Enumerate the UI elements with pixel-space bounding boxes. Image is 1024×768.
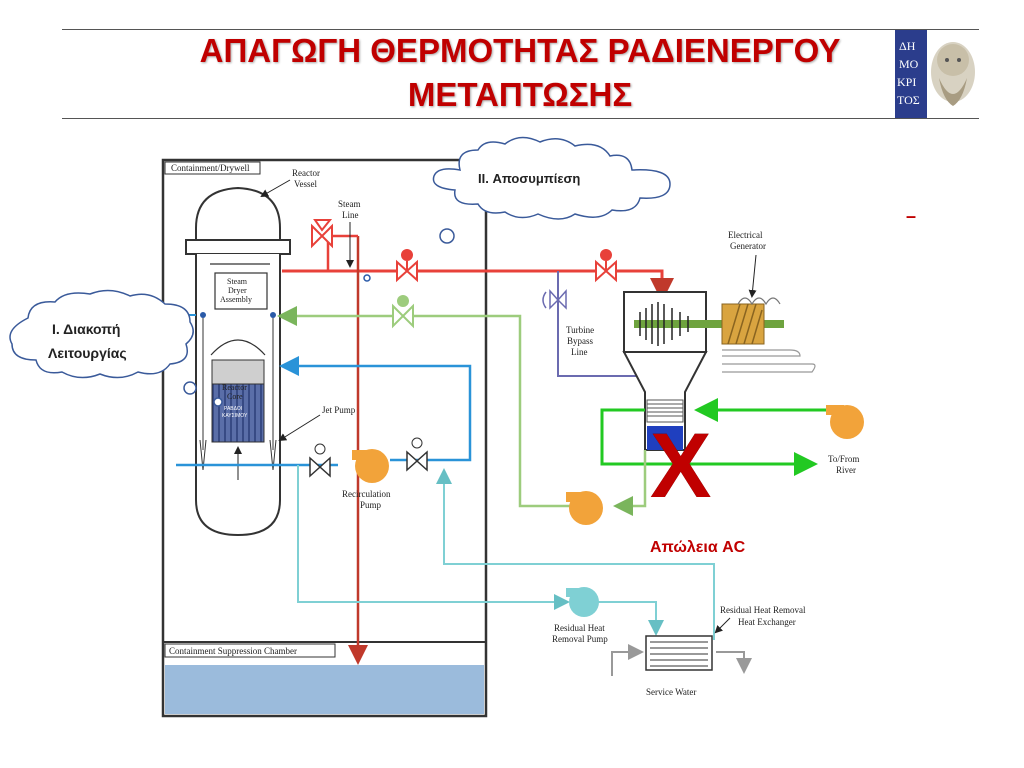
svg-text:Assembly: Assembly: [220, 295, 252, 304]
recirc-valve-1: [309, 443, 331, 478]
logo-letters-1: ΔΗ: [899, 39, 916, 53]
svg-text:Dryer: Dryer: [228, 286, 247, 295]
feedwater-pump: [566, 491, 603, 525]
rhr-return-line: [436, 468, 715, 640]
recirculation-pump: [352, 449, 389, 483]
svg-text:Residual Heat: Residual Heat: [554, 623, 605, 633]
svg-text:Turbine: Turbine: [566, 325, 594, 335]
msiv-valve-1: [396, 249, 418, 283]
svg-text:Residual Heat Removal: Residual Heat Removal: [720, 605, 806, 615]
turbine-stop-valve: [595, 249, 617, 283]
svg-text:Steam: Steam: [227, 277, 248, 286]
svg-text:ΡΑΒΔΟΙ: ΡΑΒΔΟΙ: [224, 406, 242, 412]
svg-text:Pump: Pump: [360, 500, 382, 510]
red-dash: –: [906, 206, 916, 226]
svg-text:ΚΑΥΣΙΜΟΥ: ΚΑΥΣΙΜΟΥ: [222, 413, 248, 419]
steam-dryer: [214, 272, 268, 310]
logo-letters-4: ΤΟΣ: [897, 93, 920, 107]
failure-x-mark: X: [650, 415, 711, 517]
svg-text:Steam: Steam: [338, 199, 361, 209]
svg-text:Line: Line: [571, 347, 588, 357]
electrical-generator: [721, 303, 765, 345]
svg-text:Recirculation: Recirculation: [342, 489, 391, 499]
callout-shutdown: Ι. Διακοπή Λειτουργίας: [9, 289, 223, 407]
rhr-suction-line: [297, 465, 570, 610]
svg-text:Jet Pump: Jet Pump: [322, 405, 356, 415]
svg-text:Vessel: Vessel: [294, 179, 317, 189]
callout-depressurization-text: II. Αποσυμπίεση: [478, 171, 580, 186]
circulating-pump: [826, 405, 864, 439]
callout-shutdown-text-1: Ι. Διακοπή: [52, 321, 120, 337]
slide-title-line-2: ΜΕΤΑΠΤΩΣΗΣ: [407, 76, 633, 113]
svg-text:River: River: [836, 465, 856, 475]
svg-text:Bypass: Bypass: [567, 336, 594, 346]
svg-text:To/From: To/From: [828, 454, 859, 464]
callout-depressurization: II. Αποσυμπίεση: [432, 136, 671, 244]
circulating-water: [600, 408, 818, 476]
svg-text:Line: Line: [342, 210, 359, 220]
svg-text:Heat Exchanger: Heat Exchanger: [738, 617, 796, 627]
ac-loss-label: Απώλεια AC: [650, 539, 746, 556]
rhr-heat-exchanger: [645, 635, 713, 671]
bottom-rule: [62, 118, 979, 119]
feedwater-valve: [392, 295, 414, 329]
reactor-core: [211, 383, 265, 443]
suppression-pool: [165, 665, 484, 714]
turbine-bypass-line: [557, 271, 669, 384]
rhr-pump: [566, 587, 599, 617]
democritus-logo: ΔΗ ΜΟ ΚΡΙ ΤΟΣ: [895, 30, 985, 118]
svg-text:Service Water: Service Water: [646, 687, 696, 697]
suppression-chamber-label: Containment Suppression Chamber: [169, 646, 297, 656]
callout-shutdown-text-2: Λειτουργίας: [48, 345, 127, 361]
slide-title-line-1: ΑΠΑΓΩΓΗ ΘΕΡΜΟΤΗΤΑΣ ΡΑΔΙΕΝΕΡΓΟΥ: [199, 32, 841, 69]
svg-text:Removal Pump: Removal Pump: [552, 634, 608, 644]
turbine-shaft: [634, 320, 784, 328]
recirc-valve-2: [406, 437, 428, 472]
logo-letters-2: ΜΟ: [899, 57, 919, 71]
top-rule: [62, 29, 979, 30]
containment-label: Containment/Drywell: [171, 163, 250, 173]
logo-letters-3: ΚΡΙ: [897, 75, 916, 89]
recirculation-loop: [279, 356, 472, 462]
svg-text:Electrical: Electrical: [728, 230, 763, 240]
svg-text:Core: Core: [227, 392, 243, 401]
svg-text:Reactor: Reactor: [292, 168, 320, 178]
svg-text:Reactor: Reactor: [222, 383, 247, 392]
svg-text:Generator: Generator: [730, 241, 766, 251]
